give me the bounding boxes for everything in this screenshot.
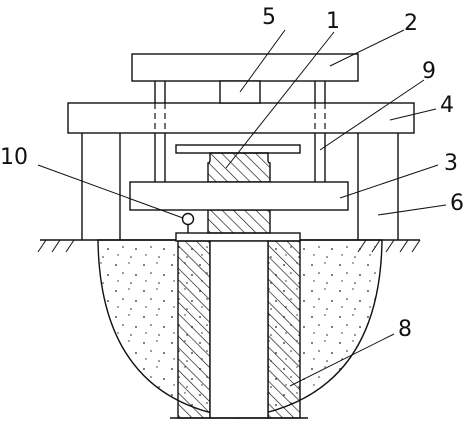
label-5: 5	[262, 5, 276, 30]
label-6: 6	[450, 191, 464, 216]
label-8: 8	[398, 317, 412, 342]
pile-left	[177, 240, 211, 419]
label-2: 2	[404, 11, 418, 36]
lower-column-block	[207, 209, 271, 234]
top-plate	[131, 53, 359, 82]
middle-plate	[67, 102, 415, 134]
lower-plate	[129, 181, 349, 211]
label-4: 4	[440, 93, 454, 118]
inner-guide-columns	[154, 81, 326, 182]
pile-core	[209, 240, 269, 419]
column-head	[175, 144, 301, 183]
label-9: 9	[422, 59, 436, 84]
leader-lines	[37, 29, 447, 387]
label-1: 1	[326, 9, 340, 34]
pile-right	[267, 240, 301, 419]
sensor-ball	[181, 212, 195, 226]
pile-cap	[175, 232, 301, 242]
label-10: 10	[0, 145, 28, 170]
outer-supports	[81, 133, 399, 240]
label-3: 3	[444, 151, 458, 176]
